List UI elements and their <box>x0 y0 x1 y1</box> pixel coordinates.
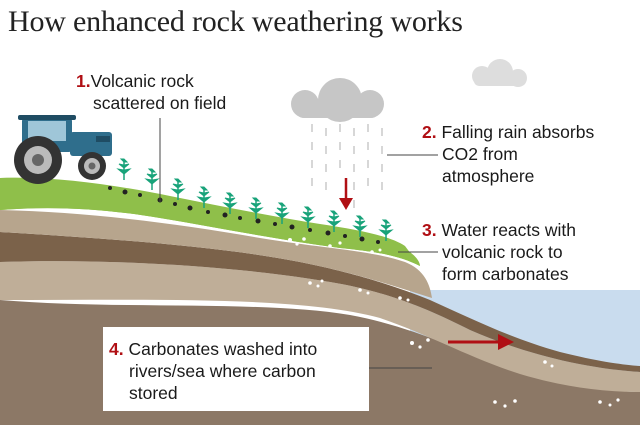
down-arrow-icon <box>339 178 353 210</box>
volcanic-rock-scatter <box>108 186 380 244</box>
step-3-number: 3. <box>422 220 437 240</box>
step-1-label: 1.Volcanic rock scattered on field <box>76 70 226 114</box>
page-title: How enhanced rock weathering works <box>8 5 463 38</box>
step-4-line-3: stored <box>129 383 178 403</box>
step-4-number: 4. <box>109 339 124 359</box>
step-4-box <box>103 327 369 411</box>
tractor-icon <box>14 115 112 184</box>
step-3-line-1: Water reacts with <box>441 220 577 240</box>
step-4-label: 4. Carbonates washed into rivers/sea whe… <box>109 338 317 404</box>
mid-soil-layer <box>0 232 640 372</box>
step-1-line-1: Volcanic rock <box>90 71 194 91</box>
step-3-line-2: volcanic rock to <box>442 242 563 262</box>
step-2-line-1: Falling rain absorbs <box>441 122 595 142</box>
step-2-number: 2. <box>422 122 437 142</box>
grass-field <box>0 177 420 266</box>
upper-soil-layer <box>0 210 432 298</box>
step-1-number: 1. <box>76 71 91 91</box>
step-2-line-2: CO2 from <box>442 144 518 164</box>
step-2-label: 2. Falling rain absorbs CO2 from atmosph… <box>422 121 594 187</box>
plant-icon <box>116 158 394 241</box>
cloud-icon <box>291 59 527 122</box>
carbonate-dots <box>288 237 620 408</box>
right-arrow-icon <box>448 334 514 350</box>
rain-icon <box>311 124 383 208</box>
leader-lines <box>159 118 438 369</box>
light-strata-layer <box>0 261 640 392</box>
step-4-line-2: rivers/sea where carbon <box>129 361 316 381</box>
step-3-line-3: form carbonates <box>442 264 569 284</box>
step-2-line-3: atmosphere <box>442 166 535 186</box>
step-3-label: 3. Water reacts with volcanic rock to fo… <box>422 219 576 285</box>
step-1-line-2: scattered on field <box>93 93 227 113</box>
step-4-line-1: Carbonates washed into <box>128 339 318 359</box>
